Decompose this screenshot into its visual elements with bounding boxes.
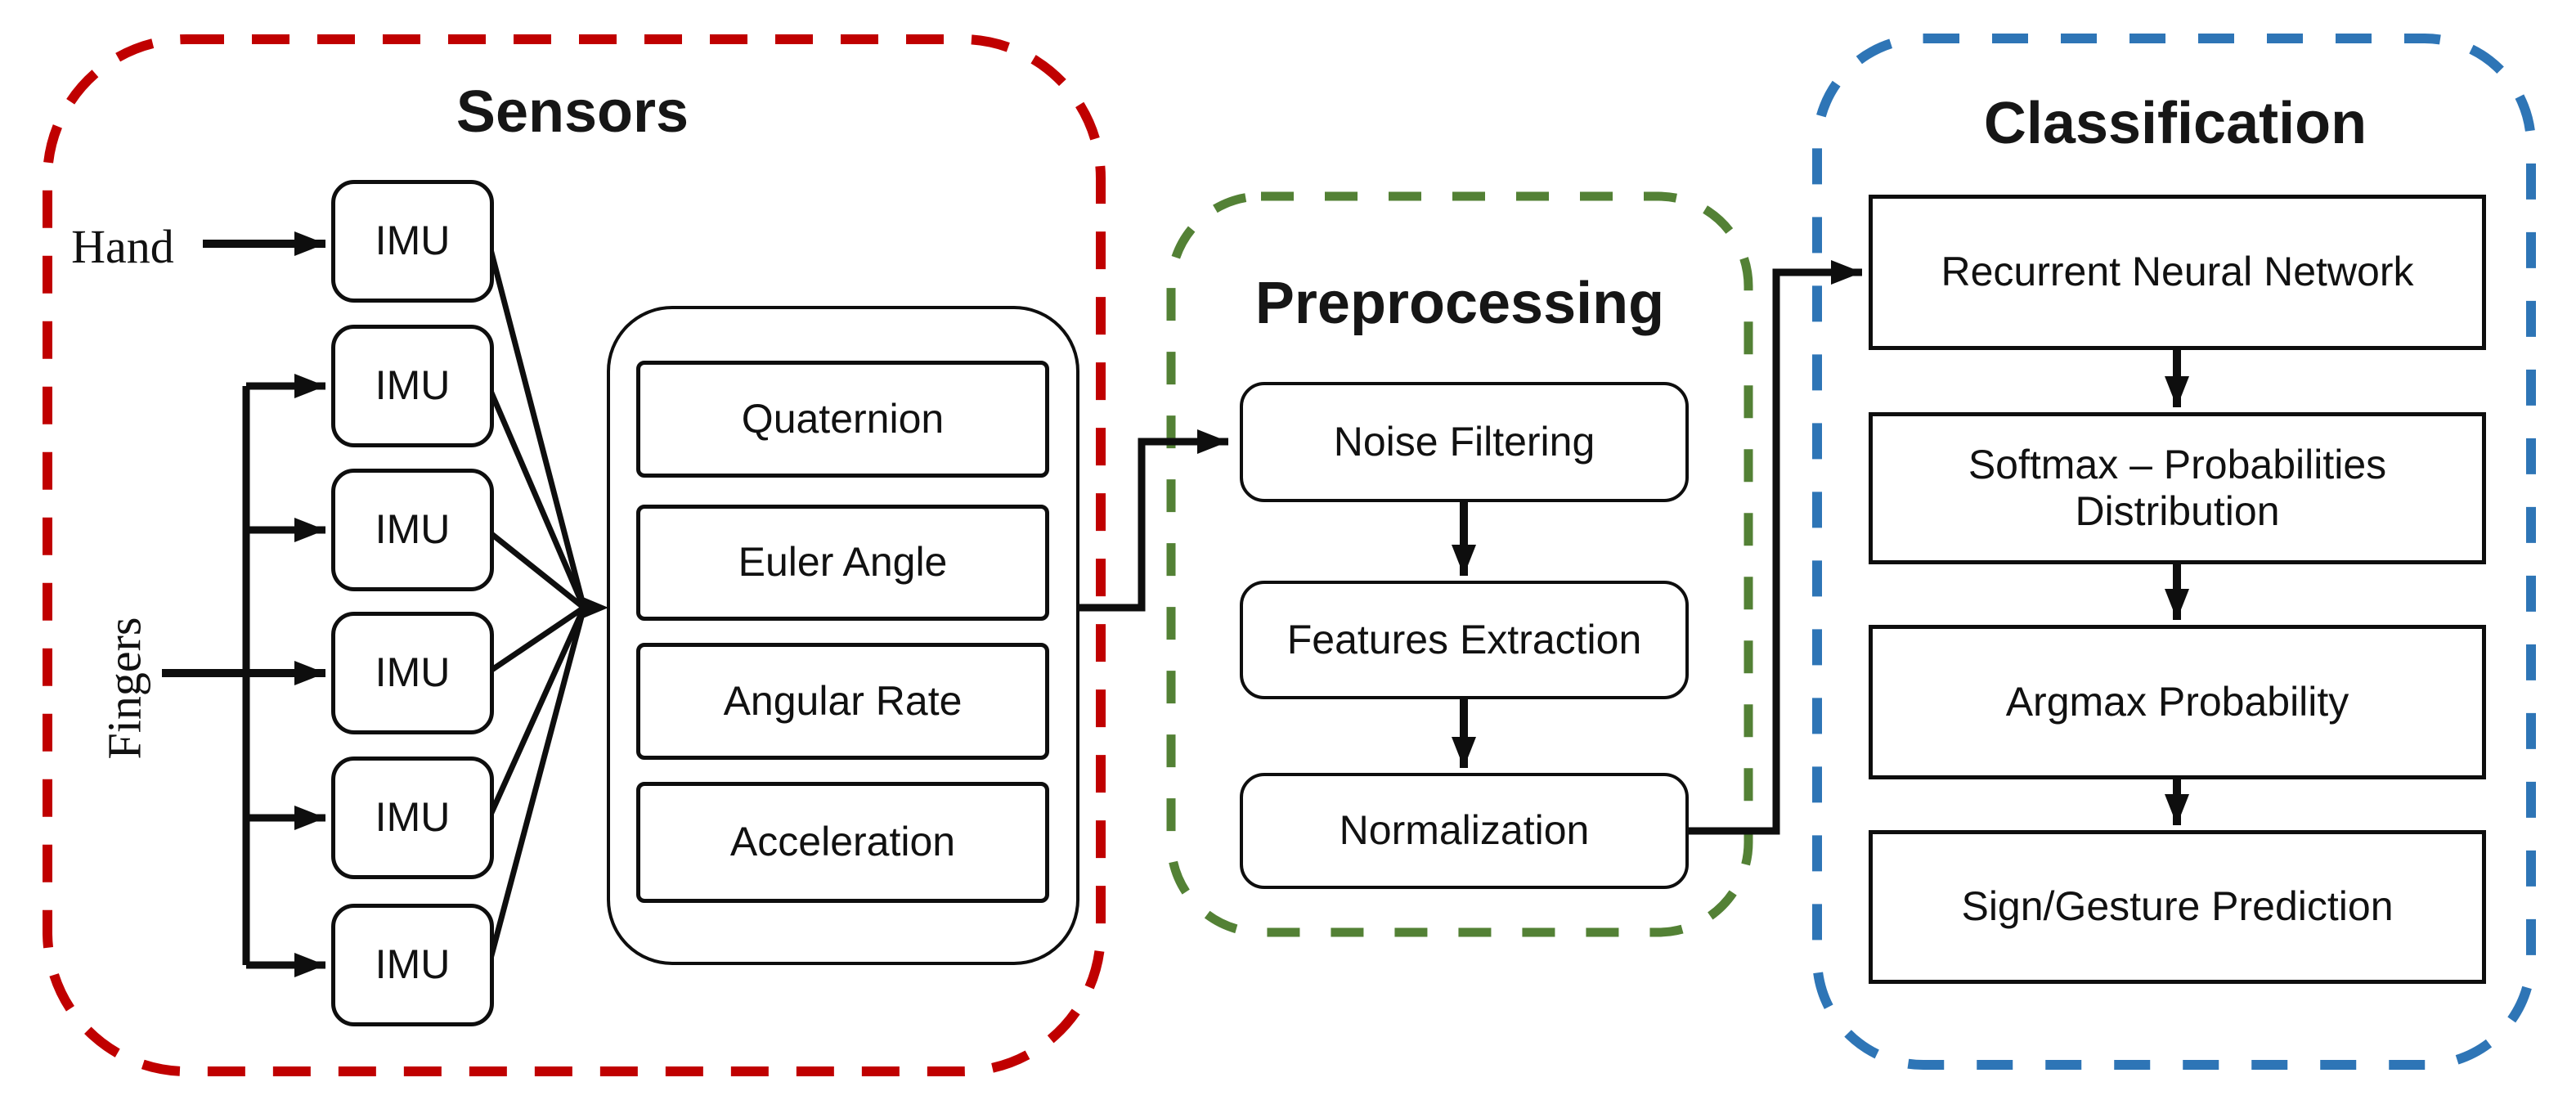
imu-box-6: IMU <box>331 904 494 1026</box>
imu2-converge-line <box>487 389 587 609</box>
imu-label: IMU <box>375 362 451 409</box>
preprocessing-to-classification-connector <box>1685 260 1862 835</box>
softmax-label-line2: Distribution <box>2075 488 2280 534</box>
features-extraction-label: Features Extraction <box>1286 616 1642 662</box>
imu4-converge-line <box>489 605 586 673</box>
imu1-converge-line <box>487 249 587 608</box>
imu5-converge-line <box>487 606 587 816</box>
imu-box-4: IMU <box>331 612 494 734</box>
features-extraction-box: Features Extraction <box>1240 581 1689 699</box>
normalization-box: Normalization <box>1240 773 1689 889</box>
converge-arrowhead <box>579 595 608 620</box>
euler-angle-box: Euler Angle <box>636 505 1049 621</box>
sign-gesture-label: Sign/Gesture Prediction <box>1961 883 2394 930</box>
sensors-title: Sensors <box>456 79 689 145</box>
imu-label: IMU <box>375 941 451 988</box>
argmax-label: Argmax Probability <box>2005 678 2349 725</box>
normalization-label: Normalization <box>1339 807 1590 854</box>
quaternion-label: Quaternion <box>741 395 945 442</box>
imu3-converge-line <box>488 531 586 610</box>
fingers-label: Fingers <box>97 617 151 760</box>
preprocessing-title: Preprocessing <box>1254 271 1665 336</box>
preprocessing-group-outline <box>1166 191 1753 937</box>
rnn-box: Recurrent Neural Network <box>1869 195 2486 350</box>
angular-rate-box: Angular Rate <box>636 643 1049 760</box>
quaternion-box: Quaternion <box>636 361 1049 478</box>
imu-box-2: IMU <box>331 325 494 447</box>
hand-label: Hand <box>71 220 174 273</box>
imu-label: IMU <box>375 794 451 841</box>
acceleration-label: Acceleration <box>729 819 956 865</box>
imu-label: IMU <box>375 218 451 264</box>
classification-title: Classification <box>1983 91 2367 156</box>
argmax-box: Argmax Probability <box>1869 625 2486 779</box>
sensors-to-preprocessing-connector <box>1076 429 1228 612</box>
imu-label: IMU <box>375 506 451 553</box>
rnn-label: Recurrent Neural Network <box>1941 249 2414 295</box>
acceleration-box: Acceleration <box>636 782 1049 903</box>
imu-box-3: IMU <box>331 469 494 591</box>
imu6-converge-line <box>487 607 587 959</box>
angular-rate-label: Angular Rate <box>723 677 963 724</box>
softmax-box: Softmax – Probabilities Distribution <box>1869 412 2486 564</box>
softmax-label-line1: Softmax – Probabilities <box>1968 441 2387 487</box>
noise-filtering-label: Noise Filtering <box>1333 418 1595 465</box>
noise-filtering-box: Noise Filtering <box>1240 382 1689 502</box>
imu-label: IMU <box>375 649 451 696</box>
imu-box-5: IMU <box>331 757 494 879</box>
imu-box-1: IMU <box>331 180 494 303</box>
euler-angle-label: Euler Angle <box>738 539 948 586</box>
sign-gesture-box: Sign/Gesture Prediction <box>1869 830 2486 984</box>
